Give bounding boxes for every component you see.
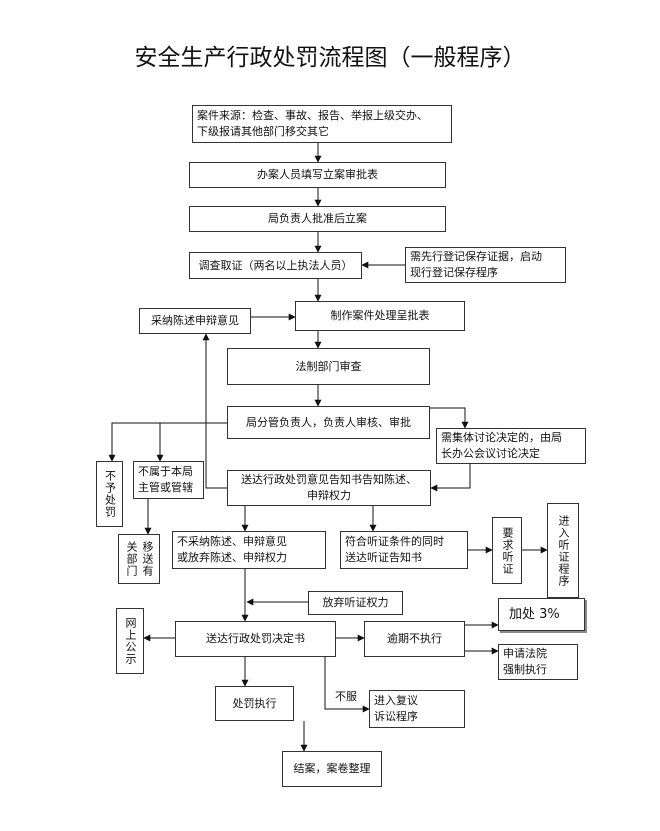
no-defense-box: 不采纳陈述、申辩意见 或放弃陈述、申辩权力: [172, 531, 326, 569]
fill-form-box: 办案人员填写立案审批表: [189, 162, 446, 188]
leader-review-box: 局分管负责人，负责人审核、审批: [227, 406, 430, 439]
case-source-box: 案件来源：检查、事故、报告、举报上级交办、 下级报请其他部门移交其它: [192, 105, 452, 143]
review-litigation-box: 进入复议 诉讼程序: [369, 690, 465, 728]
connector-notice-to-adopt: [202, 333, 227, 489]
connector-leader-to-jurisdiction: [156, 422, 227, 462]
execute-box: 处罚执行: [215, 686, 294, 721]
no-penalty-box: 不予处罚: [96, 461, 123, 527]
online-publicity-box: 网上公示: [116, 608, 144, 674]
connector-leader-to-nopenalty: [108, 422, 227, 462]
legal-review-box: 法制部门审查: [227, 348, 430, 385]
preserve-evidence-box: 需先行登记保存证据，启动 现行登记保存程序: [405, 247, 566, 283]
enter-hearing-box: 进入听证程序: [547, 503, 579, 598]
surcharge-box: 加处 3%: [498, 598, 585, 631]
page-title: 安全生产行政处罚流程图（一般程序）: [134, 45, 526, 71]
disagree-label: 不服: [335, 690, 357, 703]
send-decision-box: 送达行政处罚决定书: [175, 621, 336, 657]
connector-leader-to-collective: [430, 407, 469, 429]
not-jurisdiction-box: 不属于本局 主管或管辖: [133, 461, 204, 499]
send-notice-box: 送达行政处罚意见告知书告知陈述、 申辩权力: [227, 470, 431, 506]
investigate-box: 调查取证（两名以上执法人员）: [189, 252, 362, 279]
connector-decision-to-review: [324, 657, 370, 713]
adopt-defense-box: 采纳陈述申辩意见: [139, 308, 251, 334]
transfer-box: 移送有关部门: [118, 534, 160, 584]
connector-collective-to-notice: [430, 464, 471, 492]
collective-discussion-box: 需集体讨论决定的，由局 长办公会议讨论决定: [436, 428, 586, 464]
court-enforce-box: 申请法院 强制执行: [498, 644, 578, 680]
make-report-box: 制作案件处理呈批表: [295, 301, 465, 331]
close-case-box: 结案，案卷整理: [282, 751, 382, 787]
overdue-box: 逾期不执行: [364, 621, 465, 657]
hearing-notice-box: 符合听证条件的同时 送达听证告知书: [340, 531, 468, 569]
request-hearing-box: 要求听证: [492, 517, 522, 584]
waive-hearing-box: 放弃听证权力: [308, 591, 403, 615]
approve-case-box: 局负责人批准后立案: [189, 206, 446, 232]
